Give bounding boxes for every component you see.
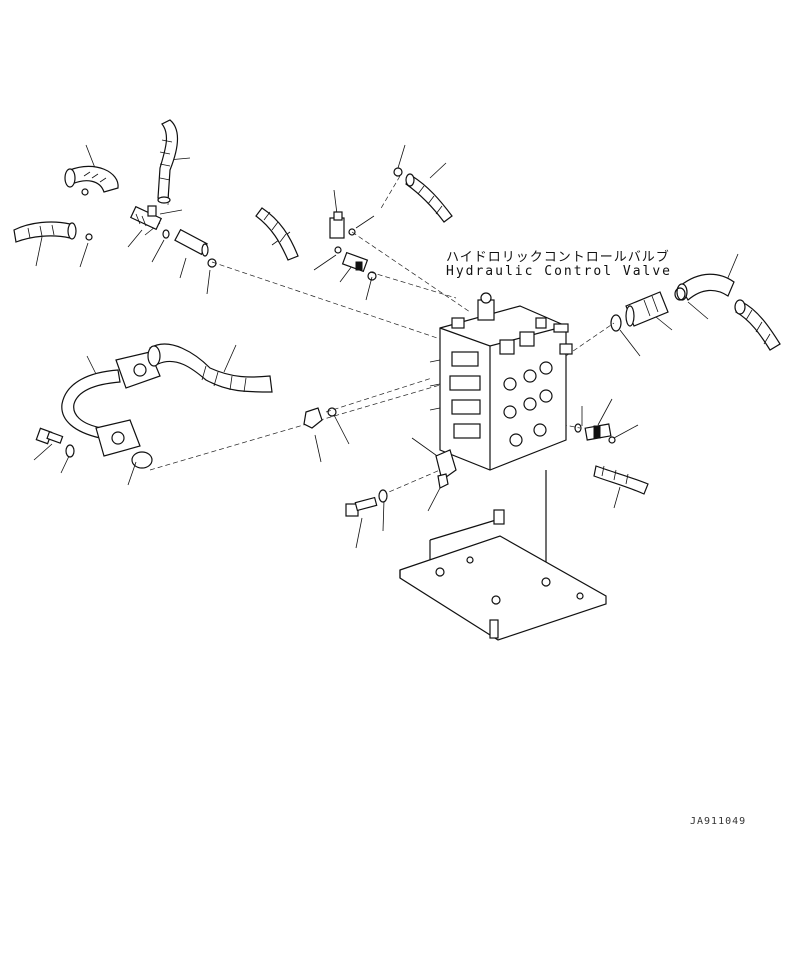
mounting-plate-icon xyxy=(399,470,607,641)
hose-icon xyxy=(734,299,781,351)
elbow-fitting-icon xyxy=(341,251,369,273)
hose-icon xyxy=(676,273,735,301)
hose-icon xyxy=(405,173,453,223)
hose-icon xyxy=(64,165,119,193)
elbow-fitting-icon xyxy=(129,205,163,231)
flange-bolt-icon xyxy=(345,496,378,517)
hose-icon xyxy=(255,207,299,261)
pipe-icon xyxy=(61,351,161,457)
plug-icon xyxy=(303,407,323,429)
valve-title-en: Hydraulic Control Valve xyxy=(446,264,673,279)
drawing-id: JA911049 xyxy=(690,816,747,827)
flange-bolt-icon xyxy=(35,427,64,445)
bracket-icon xyxy=(435,449,457,489)
o-ring-icon xyxy=(334,167,403,281)
o-ring-icon xyxy=(131,451,153,469)
valve-title-jp: ハイドロリックコントロールバルブ xyxy=(446,250,670,265)
hose-icon xyxy=(593,465,649,495)
o-ring-icon xyxy=(81,188,217,268)
washer-icon xyxy=(65,444,75,458)
elbow-fitting-icon xyxy=(625,291,669,327)
control-valve-icon xyxy=(429,292,573,471)
elbow-fitting-icon xyxy=(584,423,612,441)
elbow-fitting-icon xyxy=(174,228,209,257)
elbow-fitting-icon xyxy=(329,211,345,239)
washer-icon xyxy=(378,489,388,503)
hose-icon xyxy=(147,343,273,393)
o-ring-icon xyxy=(574,287,686,444)
o-ring-icon xyxy=(327,407,337,417)
hose-icon xyxy=(157,119,179,204)
hose-icon xyxy=(13,221,77,243)
